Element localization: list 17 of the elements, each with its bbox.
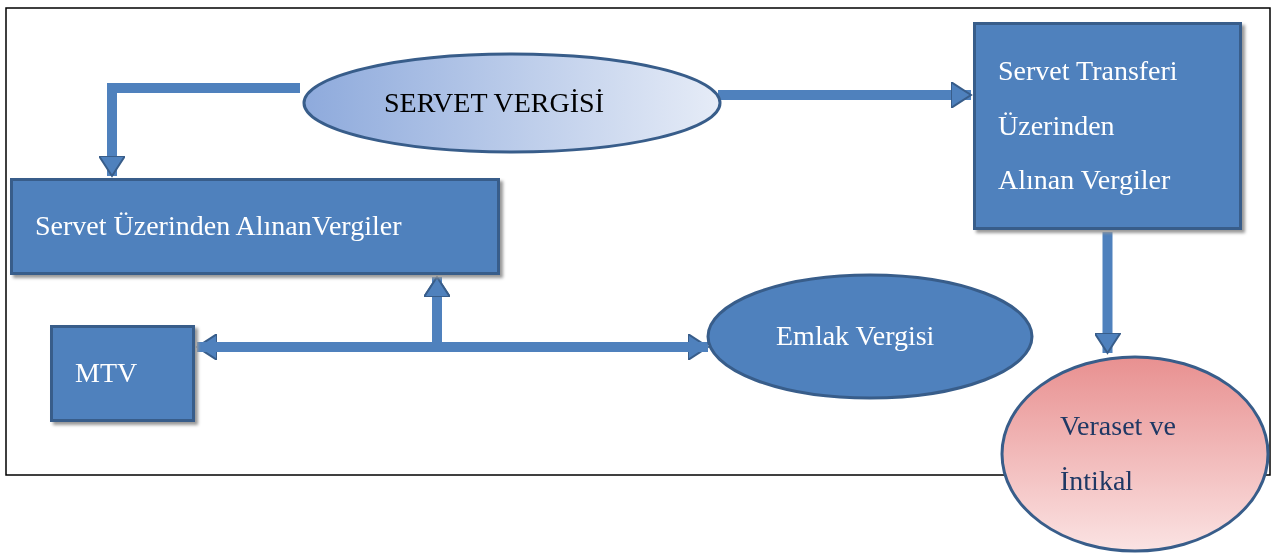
ellipse-node xyxy=(302,52,722,154)
node-label: Servet Transferi Üzerinden Alınan Vergiler xyxy=(998,54,1179,198)
process-box xyxy=(10,178,500,275)
arrow xyxy=(718,81,972,109)
process-box xyxy=(973,22,1242,230)
node-label: SERVET VERGİSİ xyxy=(384,85,604,120)
arrow xyxy=(196,333,709,361)
ellipse-node xyxy=(706,273,1034,400)
process-box xyxy=(50,325,195,422)
arrow xyxy=(423,276,708,352)
circle-node xyxy=(1000,355,1270,553)
arrow xyxy=(98,83,300,177)
node-label: Servet Üzerinden AlınanVergiler xyxy=(35,209,402,244)
node-label: MTV xyxy=(75,356,138,391)
arrow xyxy=(1093,232,1122,354)
node-label: Emlak Vergisi xyxy=(776,319,935,354)
node-label: Veraset ve İntikal xyxy=(1060,409,1177,498)
